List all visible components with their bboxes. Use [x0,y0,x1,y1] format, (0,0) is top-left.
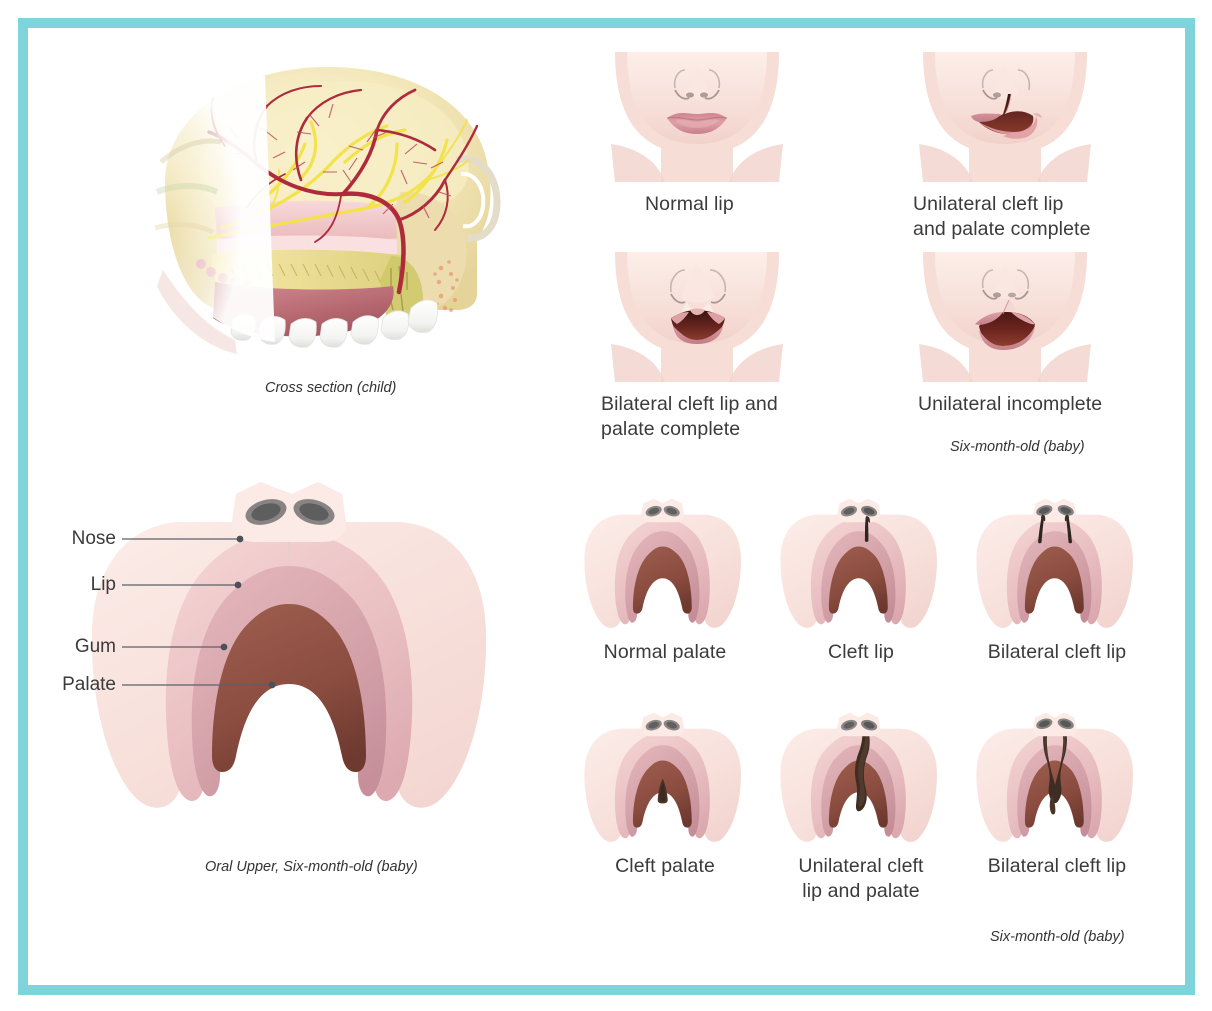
faces-caption: Six-month-old (baby) [950,439,1085,455]
palate-label-bilateral-cleft-lip-top: Bilateral cleft lip [987,641,1127,663]
face-label-unilateral-incomplete: Unilateral incomplete [918,393,1103,415]
normal-lip-illustration [611,52,783,182]
big-palate-figure: Nose Lip Gum Palate Oral Upper, Six-mont… [60,480,560,880]
palate-label-cleft-palate: Cleft palate [615,855,715,877]
face-label-unilateral-complete: Unilateral cleft lip and palate complete [913,193,1091,240]
bilateral-cleft-lip-illustration [976,498,1133,628]
palate-label-bilateral-cleft-lip-bottom: Bilateral cleft lip [987,855,1127,877]
unilateral-incomplete-illustration [919,252,1091,382]
face-label-normal-lip: Normal lip [645,193,734,215]
cleft-lip-illustration [780,498,937,628]
face-figure-unilateral-complete: Unilateral cleft lip and palate complete [905,52,1105,240]
palate-figure-cleft-lip: Cleft lip [778,498,938,663]
bilateral-cleft-lip-palate-illustration [976,712,1133,842]
cleft-palate-illustration [584,712,741,842]
palate-label-unilateral-cleft-lip-palate: Unilateral cleft lip and palate [798,855,924,902]
cross-section-caption: Cross section (child) [265,380,397,396]
palate-figure-bilateral-cleft-lip-palate: Bilateral cleft lip [974,712,1134,877]
face-figure-bilateral-complete: Bilateral cleft lip and palate complete [597,252,797,440]
big-palate-caption: Oral Upper, Six-month-old (baby) [205,859,418,875]
face-figure-normal-lip: Normal lip [597,52,797,215]
palate-figure-bilateral-cleft-lip: Bilateral cleft lip [974,498,1134,663]
normal-palate-illustration [584,498,741,628]
unilateral-cleft-lip-palate-illustration [780,712,937,842]
face-figure-unilateral-incomplete: Unilateral incomplete [905,252,1105,415]
palate-figure-normal: Normal palate [582,498,742,663]
palate-label-normal: Normal palate [603,641,727,663]
annotation-label-gum: Gum [74,636,116,657]
annotation-label-lip: Lip [90,574,116,595]
big-palate-illustration [91,482,487,808]
cross-section-figure: Cross section (child) [105,42,525,396]
annotation-label-palate: Palate [62,674,116,695]
palate-label-cleft-lip: Cleft lip [828,641,894,663]
bilateral-cleft-complete-illustration [611,252,783,382]
palates-caption: Six-month-old (baby) [990,929,1125,945]
annotation-label-nose: Nose [71,528,116,549]
palate-figure-cleft-palate: Cleft palate [582,712,742,877]
unilateral-cleft-complete-illustration [919,52,1091,182]
cross-section-illustration [141,66,501,354]
face-label-bilateral-complete: Bilateral cleft lip and palate complete [601,393,778,440]
palate-figure-unilateral-cleft-lip-palate: Unilateral cleft lip and palate [778,712,938,902]
cross-section-head [141,66,501,354]
